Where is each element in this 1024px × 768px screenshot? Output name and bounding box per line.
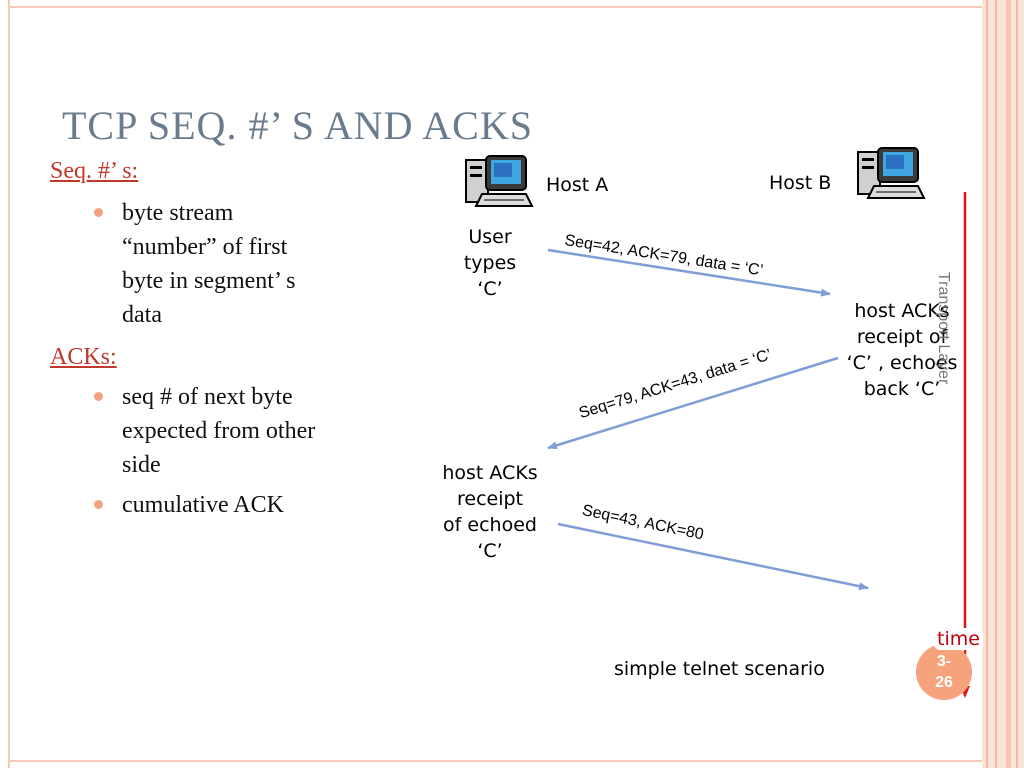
annotation-line: receipt of (856, 326, 948, 348)
edge-stripe (1016, 0, 1018, 768)
message-arrow-2 (547, 356, 839, 450)
edge-stripe (1006, 0, 1011, 768)
computer-icon (465, 155, 534, 207)
annotation-line: host ACKs (854, 300, 950, 322)
transport-layer-label: Transport Layer (935, 272, 952, 385)
bullet-item: cumulative ACK (94, 488, 412, 522)
slide-number-badge: 3- 26 (916, 644, 972, 700)
bullet-line: side (122, 452, 161, 478)
annotation-host-a-acks: host ACKs receipt of echoed ‘C’ (430, 460, 550, 564)
bullet-dot (94, 500, 103, 509)
bullet-dot (94, 208, 103, 217)
annotation-line: ‘C’ (477, 540, 503, 562)
bullet-line: byte in segment’ s (122, 268, 296, 294)
bullet-line: data (122, 302, 162, 328)
slide-number-line: 3- (936, 653, 952, 670)
host-a-label: Host A (546, 174, 609, 196)
annotation-line: of echoed (443, 514, 537, 536)
annotation-line: ‘C’ (477, 278, 503, 300)
bottom-border (8, 760, 982, 762)
message-arrow-3 (557, 522, 869, 591)
annotation-line: back ‘C’ (863, 378, 941, 400)
seq-heading: Seq. #’ s: (50, 158, 139, 184)
host-b-label: Host B (769, 172, 832, 194)
annotation-line: ‘C’ , echoes (846, 352, 958, 374)
message-arrow-1 (547, 248, 831, 297)
slide-number-line: 26 (935, 674, 953, 691)
left-border (8, 0, 10, 768)
bullet-line: “number” of first (122, 234, 288, 260)
edge-stripe (986, 0, 988, 768)
annotation-line: User (468, 226, 512, 248)
diagram-caption: simple telnet scenario (614, 658, 825, 680)
time-label: time (934, 628, 983, 650)
bullet-dot (94, 392, 103, 401)
bullet-line: cumulative ACK (122, 492, 284, 518)
top-border (8, 6, 982, 8)
page-title: TCP SEQ. #’ S AND ACKS (62, 103, 533, 148)
acks-heading: ACKs: (50, 344, 117, 370)
computer-icon (857, 147, 926, 199)
annotation-host-b-acks: host ACKs receipt of ‘C’ , echoes back ‘… (846, 298, 958, 402)
bullet-line: byte stream (122, 200, 234, 226)
bullet-item: byte stream “number” of first byte in se… (94, 196, 412, 332)
annotation-user-types: User types ‘C’ (450, 224, 530, 302)
bullet-item: seq # of next byte expected from other s… (94, 380, 412, 482)
annotation-line: receipt (456, 488, 523, 510)
bullet-line: seq # of next byte (122, 384, 293, 410)
annotation-line: host ACKs (442, 462, 538, 484)
bullet-line: expected from other (122, 418, 316, 444)
annotation-line: types (463, 252, 517, 274)
edge-stripe (995, 0, 997, 768)
